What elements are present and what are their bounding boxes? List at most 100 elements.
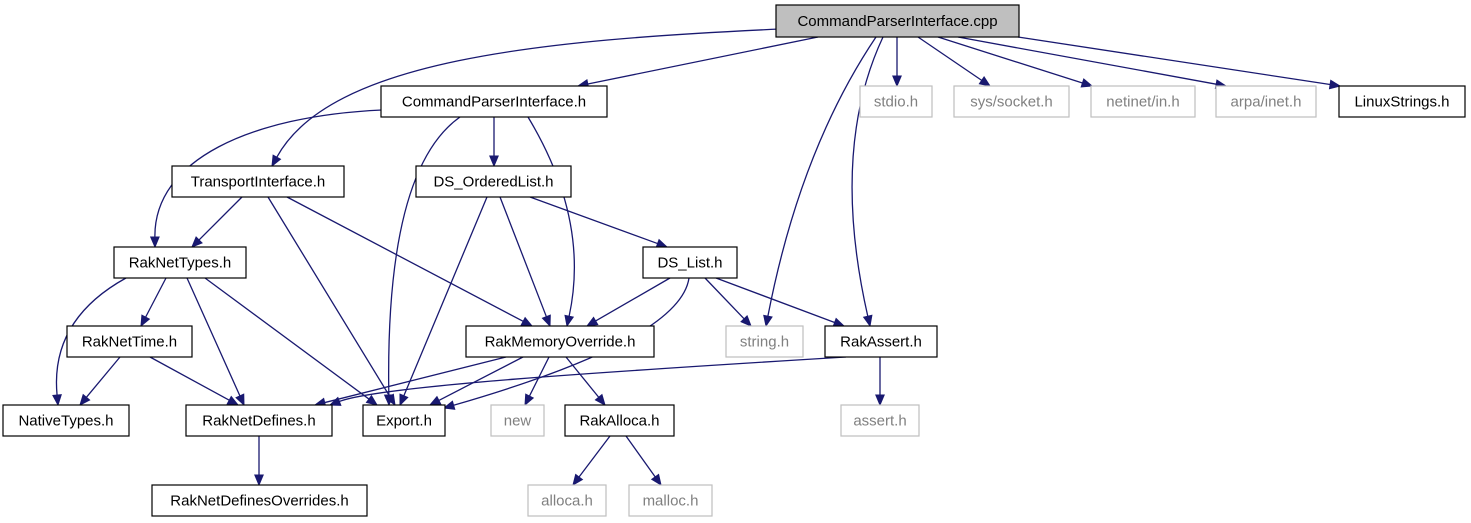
- node-box: [490, 404, 545, 437]
- arrowhead: [862, 314, 873, 328]
- edge-line: [198, 196, 243, 241]
- node-box: [527, 484, 607, 517]
- arrowhead: [655, 238, 669, 249]
- edge-line: [715, 277, 835, 324]
- node-label: malloc.h: [643, 493, 699, 510]
- node-label: stdio.h: [874, 94, 918, 111]
- node-raknettypes[interactable]: RakNetTypes.h: [113, 246, 247, 279]
- node-nativetypes[interactable]: NativeTypes.h: [2, 404, 130, 437]
- node-label: CommandParserInterface.cpp: [797, 13, 997, 30]
- node-netinet: netinet/in.h: [1090, 85, 1196, 118]
- arrowhead: [1328, 79, 1342, 90]
- node-orderedlist[interactable]: DS_OrderedList.h: [415, 165, 572, 198]
- arrowhead: [763, 314, 773, 328]
- arrowhead: [149, 236, 160, 249]
- edge-rakalloca-to-malloch: [625, 435, 662, 487]
- edge-line: [387, 116, 461, 396]
- arrowhead: [191, 236, 203, 248]
- edge-line: [917, 36, 983, 81]
- edge-cpi_h-to-orderedlist: [489, 117, 499, 168]
- arrowhead: [585, 316, 599, 327]
- node-memoverride[interactable]: RakMemoryOverride.h: [465, 325, 655, 358]
- node-label: DS_OrderedList.h: [433, 174, 553, 191]
- edge-raknettime-to-raknetdefines: [149, 356, 240, 406]
- arrowhead: [541, 314, 551, 328]
- edge-orderedlist-to-dslist: [529, 196, 669, 249]
- edge-cpi_h-to-memoverride: [527, 116, 576, 328]
- node-box: [415, 165, 572, 198]
- edge-cpi_cpp-to-netinet: [937, 36, 1094, 88]
- edge-cpi_cpp-to-transport: [271, 28, 781, 168]
- node-label: assert.h: [853, 413, 906, 430]
- edge-cpi_h-to-export: [383, 116, 461, 407]
- node-raknetdefines[interactable]: RakNetDefines.h: [185, 404, 333, 437]
- edge-dslist-to-memoverride: [585, 277, 671, 327]
- node-box: [824, 325, 938, 358]
- node-linuxstrings[interactable]: LinuxStrings.h: [1338, 85, 1466, 118]
- node-box: [185, 404, 333, 437]
- node-label: RakNetDefinesOverrides.h: [170, 493, 348, 510]
- edge-cpi_cpp-to-syssocket: [917, 36, 992, 87]
- node-dslist[interactable]: DS_List.h: [642, 246, 738, 279]
- arrowhead: [140, 314, 151, 328]
- edge-cpi_cpp-to-stdio: [892, 37, 902, 88]
- arrowhead: [442, 400, 456, 410]
- arrowhead: [564, 314, 575, 328]
- nodes-layer: CommandParserInterface.cppCommandParserI…: [2, 4, 1466, 517]
- edge-line: [85, 356, 121, 398]
- node-cpi-cpp[interactable]: CommandParserInterface.cpp: [775, 4, 1020, 38]
- node-box: [642, 246, 738, 279]
- arrowhead: [489, 155, 499, 168]
- edge-line: [149, 356, 230, 401]
- node-export[interactable]: Export.h: [362, 404, 446, 437]
- edge-line: [403, 196, 488, 397]
- node-syssocket: sys/socket.h: [953, 85, 1070, 118]
- node-definesoverrides[interactable]: RakNetDefinesOverrides.h: [151, 484, 368, 517]
- node-rakassert[interactable]: RakAssert.h: [824, 325, 938, 358]
- edge-line: [276, 28, 781, 158]
- edge-cpi_cpp-to-linuxstrings: [1017, 36, 1342, 90]
- node-label: netinet/in.h: [1106, 94, 1179, 111]
- edge-transport-to-export: [267, 196, 396, 407]
- edge-dslist-to-rakassert: [715, 277, 846, 327]
- node-malloch: malloc.h: [628, 484, 713, 517]
- arrowhead: [254, 474, 264, 487]
- node-box: [953, 85, 1070, 118]
- edge-line: [204, 277, 370, 400]
- edge-memoverride-to-rakalloca: [565, 356, 606, 407]
- arrowhead: [328, 396, 342, 406]
- arrowhead: [79, 393, 91, 406]
- edge-line: [154, 109, 383, 238]
- node-rakalloca[interactable]: RakAlloca.h: [564, 404, 675, 437]
- node-transport[interactable]: TransportInterface.h: [171, 165, 345, 198]
- node-asserth: assert.h: [840, 404, 920, 437]
- edge-line: [529, 196, 658, 245]
- edge-raknetdefines-to-definesoverrides: [254, 436, 264, 487]
- node-new: new: [490, 404, 545, 437]
- node-cpi-h[interactable]: CommandParserInterface.h: [380, 85, 608, 118]
- edge-line: [957, 36, 1217, 85]
- arrowhead: [740, 314, 752, 327]
- edge-transport-to-raknettypes: [191, 196, 243, 248]
- edge-line: [527, 116, 576, 317]
- edge-memoverride-to-new: [524, 356, 550, 407]
- node-label: string.h: [740, 334, 789, 351]
- node-box: [362, 404, 446, 437]
- edge-raknettypes-to-raknettime: [140, 277, 167, 328]
- node-label: alloca.h: [541, 493, 593, 510]
- edge-raknettime-to-nativetypes: [79, 356, 121, 406]
- arrowhead: [428, 395, 442, 406]
- node-raknettime[interactable]: RakNetTime.h: [66, 325, 193, 358]
- node-label: sys/socket.h: [970, 94, 1053, 111]
- node-box: [775, 4, 1020, 38]
- arrowhead: [399, 393, 409, 407]
- node-box: [564, 404, 675, 437]
- node-box: [66, 325, 193, 358]
- edge-cpi_cpp-to-rakassert: [851, 36, 884, 328]
- edge-line: [587, 36, 819, 85]
- edge-transport-to-memoverride: [286, 196, 534, 327]
- arrowhead: [832, 317, 846, 327]
- edge-line: [528, 356, 550, 397]
- node-box: [725, 325, 804, 358]
- edge-line: [186, 277, 241, 397]
